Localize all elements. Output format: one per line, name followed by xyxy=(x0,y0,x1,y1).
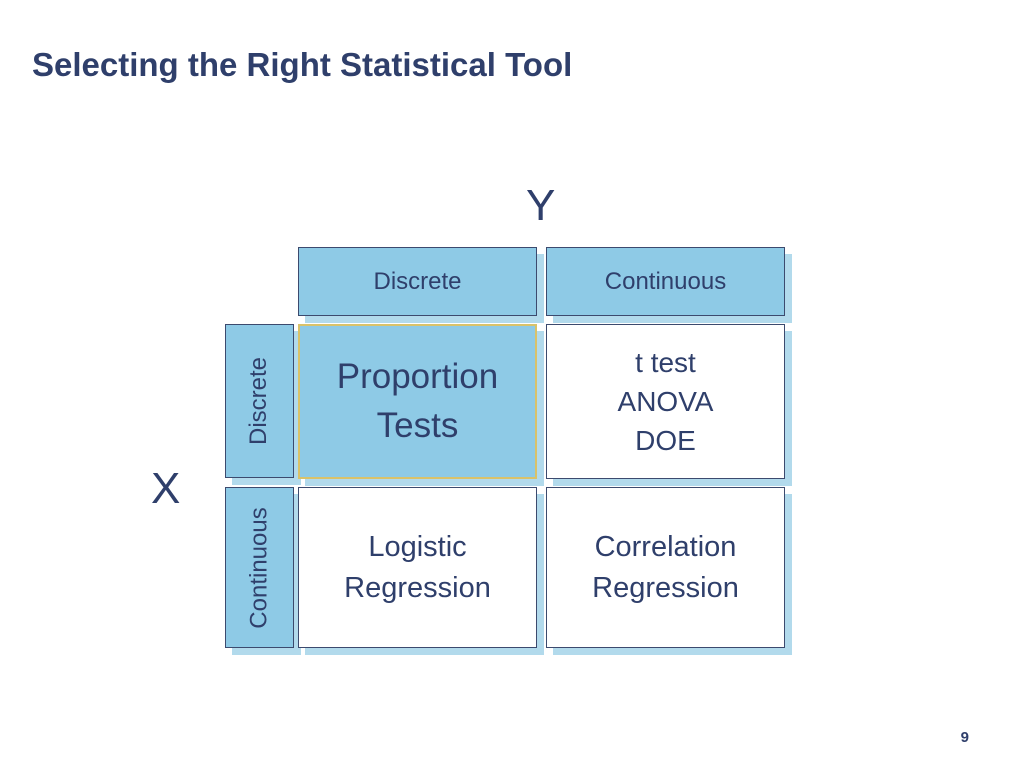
cell-text-line: Logistic xyxy=(368,531,467,564)
cell-discrete-discrete: Proportion Tests xyxy=(298,324,537,479)
cell-text-line: Correlation xyxy=(594,531,737,564)
cell-text-line: DOE xyxy=(635,425,696,457)
y-axis-label: Y xyxy=(526,181,556,230)
cell-text-line: Proportion xyxy=(336,357,499,397)
column-header-discrete: Discrete xyxy=(298,247,537,316)
cell-text-line: t test xyxy=(635,346,696,378)
column-header-continuous: Continuous xyxy=(546,247,785,316)
cell-text-line: Regression xyxy=(344,571,491,604)
cell-text-line: Tests xyxy=(376,405,459,445)
row-header-continuous: Continuous xyxy=(225,487,294,648)
row-header-continuous-label: Continuous xyxy=(245,506,273,629)
cell-text-line: ANOVA xyxy=(617,385,714,417)
cell-continuous-discrete: Logistic Regression xyxy=(298,487,537,648)
page-number: 9 xyxy=(960,729,969,746)
column-header-continuous-label: Continuous xyxy=(604,267,727,295)
cell-discrete-continuous: t test ANOVA DOE xyxy=(546,324,785,479)
slide-title: Selecting the Right Statistical Tool xyxy=(32,46,573,83)
x-axis-label: X xyxy=(151,464,181,513)
column-header-discrete-label: Discrete xyxy=(373,267,462,295)
row-header-discrete: Discrete xyxy=(225,324,294,478)
cell-text-line: Regression xyxy=(592,571,739,604)
row-header-discrete-label: Discrete xyxy=(245,356,273,446)
cell-continuous-continuous: Correlation Regression xyxy=(546,487,785,648)
